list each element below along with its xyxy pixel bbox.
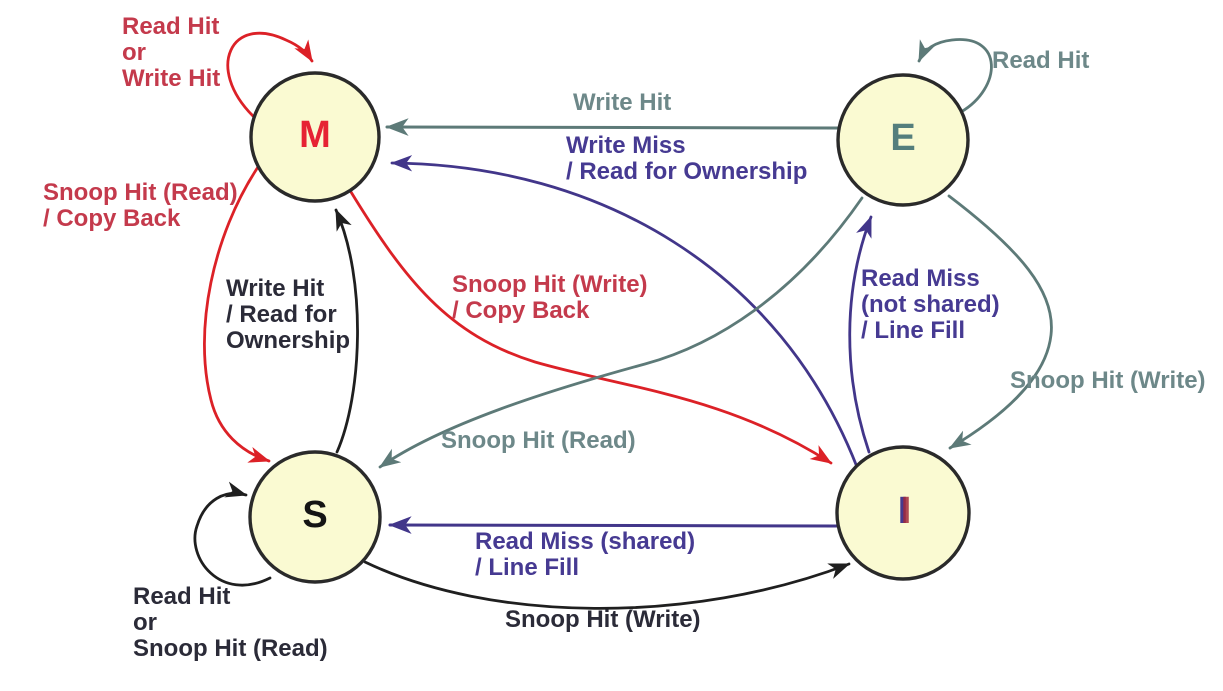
label-line: Read Hit: [133, 583, 231, 610]
state-label-i: I I: [897, 489, 912, 533]
label-line: / Copy Back: [43, 205, 181, 232]
state-label-i-red: I: [900, 489, 912, 532]
label-line: Write Miss: [566, 132, 686, 159]
label-m-to-i: Snoop Hit (Write) / Copy Back: [452, 272, 648, 324]
label-line: Snoop Hit (Write): [452, 271, 648, 298]
state-node-m: [249, 71, 381, 203]
arrow-e-to-s: [378, 196, 864, 469]
arrow-e-self-loop: [917, 38, 993, 114]
label-line: / Line Fill: [861, 317, 966, 344]
label-i-to-s: Read Miss (shared) / Line Fill: [475, 529, 695, 581]
state-label-i-purple: I: [897, 489, 909, 532]
state-node-e: [836, 73, 970, 207]
label-line: / Copy Back: [452, 297, 590, 324]
label-e-to-m: Write Hit: [573, 90, 671, 116]
label-i-to-e: Read Miss (not shared) / Line Fill: [861, 266, 1000, 344]
label-m-to-s: Snoop Hit (Read) / Copy Back: [43, 180, 238, 232]
label-line: / Read for: [226, 301, 337, 328]
arrow-m-to-i: [349, 190, 833, 465]
label-e-to-i: Snoop Hit (Write): [1010, 368, 1206, 394]
label-line: or: [122, 39, 146, 66]
state-node-s: [248, 450, 382, 584]
arrow-i-to-m: [390, 154, 859, 469]
label-s-to-i: Snoop Hit (Write): [505, 607, 701, 633]
label-line: Snoop Hit (Read): [43, 179, 238, 206]
arrow-s-self-loop: [193, 481, 272, 587]
arrow-s-to-m: [334, 208, 359, 454]
state-node-i: [835, 445, 971, 581]
label-m-self: Read Hit or Write Hit: [122, 14, 220, 92]
label-s-self: Read Hit or Snoop Hit (Read): [133, 584, 328, 662]
state-label-s: S: [302, 493, 328, 536]
label-line: Snoop Hit (Read): [133, 635, 328, 662]
arrow-s-to-i: [363, 560, 851, 610]
label-line: / Line Fill: [475, 554, 580, 581]
label-line: Snoop Hit (Read): [441, 427, 636, 454]
label-s-to-m: Write Hit / Read for Ownership: [226, 276, 350, 354]
arrow-m-to-s: [203, 165, 271, 463]
state-label-m: M: [299, 113, 331, 156]
label-line: Write Hit: [122, 65, 221, 92]
label-line: Snoop Hit (Write): [505, 606, 701, 633]
label-line: Write Hit: [573, 89, 672, 116]
label-line: / Read for Ownership: [566, 158, 808, 185]
label-line: (not shared): [861, 291, 1000, 318]
state-label-e: E: [890, 116, 916, 159]
label-line: Write Hit: [226, 275, 325, 302]
arrow-i-to-s: [388, 516, 839, 534]
label-line: Ownership: [226, 327, 351, 354]
arrow-e-to-i: [947, 194, 1053, 450]
label-line: Read Hit: [122, 13, 220, 40]
arrow-m-self-loop: [226, 32, 314, 118]
label-e-self: Read Hit: [992, 48, 1089, 74]
label-e-to-s: Snoop Hit (Read): [441, 428, 636, 454]
label-i-to-m: Write Miss / Read for Ownership: [566, 133, 807, 185]
label-line: Snoop Hit (Write): [1010, 367, 1206, 394]
arrow-e-to-m: [385, 118, 840, 136]
label-line: Read Miss (shared): [475, 528, 696, 555]
label-line: Read Miss: [861, 265, 980, 292]
label-line: or: [133, 609, 157, 636]
label-line: Read Hit: [992, 47, 1090, 74]
arrow-i-to-e: [848, 215, 873, 454]
